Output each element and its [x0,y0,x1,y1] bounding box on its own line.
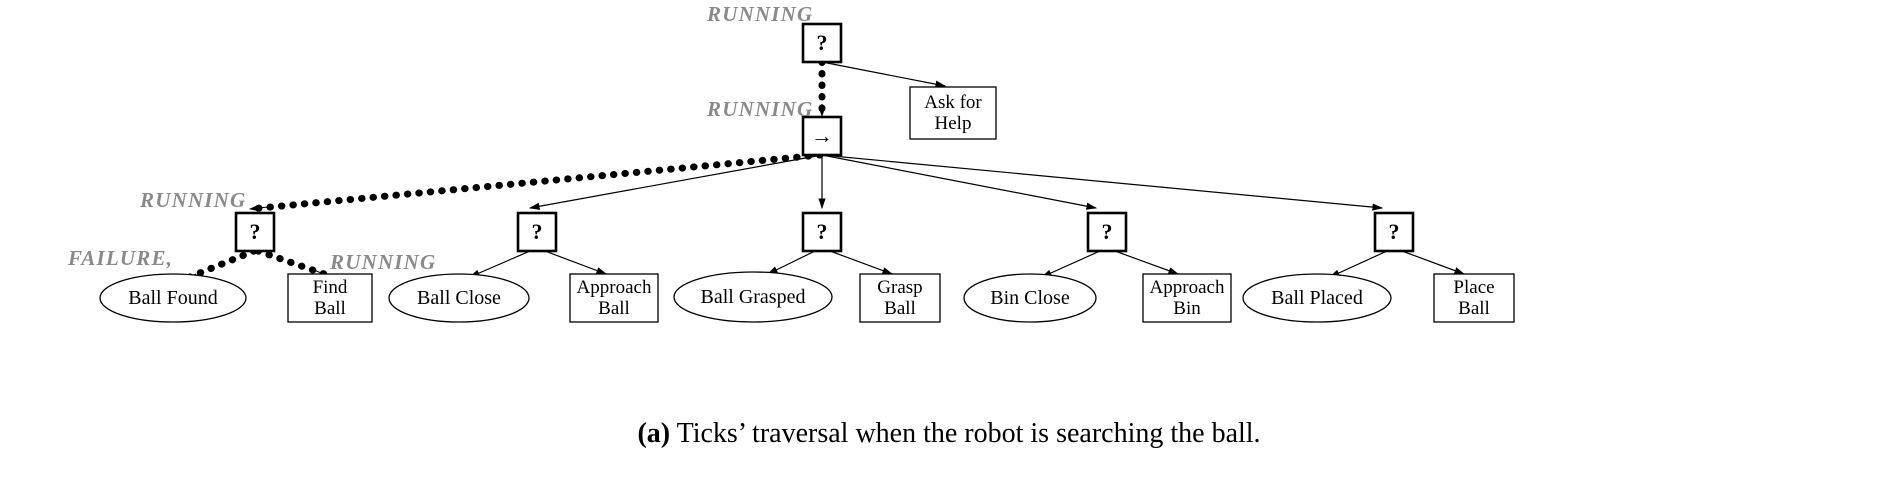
control-node-fallback-place[interactable] [1373,211,1415,253]
condition-node-ball-placed[interactable] [1242,273,1392,323]
action-node-find-ball[interactable] [287,273,373,323]
control-node-fallback-approach[interactable] [516,211,558,253]
tick-edge-fallback-find-to-find-ball [254,247,334,280]
control-node-glyph-fallback-place: ? [1388,218,1400,244]
status-label-status-sequence: RUNNING [707,97,814,121]
control-node-glyph-root-fallback: ? [816,29,828,55]
status-label-status-failure: FAILURE, [68,246,174,270]
condition-node-label-bin-close: Bin Close [990,286,1070,309]
edge-fallback-approach-to-approach-ball [544,250,608,275]
control-node-fallback-grasp[interactable] [801,211,843,253]
edge-fallback-place-to-place-ball [1401,250,1466,275]
condition-node-label-ball-found: Ball Found [128,286,218,309]
control-node-glyph-fallback-grasp: ? [816,218,828,244]
edge-fallback-bin-to-bin-close [1040,250,1101,278]
edge-fallback-place-to-ball-placed [1328,250,1388,278]
tick-traversal-path-group [176,58,826,285]
action-node-approach-bin[interactable] [1142,273,1232,323]
action-node-label-place-ball: Place Ball [1453,276,1495,319]
edge-fallback-bin-to-approach-bin [1114,250,1180,275]
figure-caption: (a) Ticks’ traversal when the robot is s… [0,418,1898,450]
action-node-place-ball[interactable] [1433,273,1515,323]
edge-sequence-to-fallback-place [821,154,1384,211]
condition-node-ball-close[interactable] [388,273,530,323]
tick-arrowheads-group [176,104,826,283]
edge-sequence-to-fallback-bin [821,154,1098,210]
control-node-fallback-bin[interactable] [1086,211,1128,253]
edge-fallback-grasp-to-ball-grasped [766,250,816,275]
edge-root-to-ask-for-help [821,61,947,88]
edge-sequence-to-fallback-approach [528,154,823,210]
condition-node-label-ball-placed: Ball Placed [1271,286,1363,309]
condition-node-shapes-group [99,271,1392,323]
status-label-status-fallback: RUNNING [140,188,247,212]
condition-node-label-ball-close: Ball Close [417,286,501,309]
condition-node-ball-found[interactable] [99,273,247,323]
condition-node-label-ball-grasped: Ball Grasped [700,285,806,308]
solid-edges-group [468,61,1466,278]
control-node-sequence[interactable] [801,115,843,157]
action-node-label-grasp-ball: Grasp Ball [877,276,923,319]
tick-edge-sequence-to-fallback-find [246,151,824,213]
control-node-glyph-fallback-approach: ? [531,218,543,244]
status-label-status-running-find: RUNNING [330,250,437,274]
control-node-glyph-fallback-find: ? [249,218,261,244]
control-node-fallback-find[interactable] [234,211,276,253]
control-node-shapes-group [234,22,1415,253]
control-node-root-fallback[interactable] [801,22,843,64]
edge-fallback-approach-to-ball-close [468,250,531,278]
caption-label: (a) [637,418,671,449]
status-label-status-root: RUNNING [707,2,814,26]
tick-arrow-sequence-to-fallback-find [248,204,269,212]
condition-node-bin-close[interactable] [963,273,1097,323]
action-node-grasp-ball[interactable] [859,273,941,323]
action-node-label-approach-bin: Approach Bin [1149,276,1225,319]
action-node-approach-ball[interactable] [569,273,659,323]
control-node-glyph-fallback-bin: ? [1101,218,1113,244]
action-node-label-ask-for-help: Ask for Help [924,91,982,134]
edge-fallback-grasp-to-grasp-ball [829,250,894,275]
condition-node-ball-grasped[interactable] [673,271,833,323]
action-node-ask-for-help[interactable] [909,86,997,140]
action-node-label-find-ball: Find Ball [312,276,348,319]
action-node-label-approach-ball: Approach Ball [576,276,652,319]
action-node-shapes-group [287,86,1515,323]
caption-text: Ticks’ traversal when the robot is searc… [670,418,1261,449]
control-node-glyph-sequence: → [811,122,833,148]
